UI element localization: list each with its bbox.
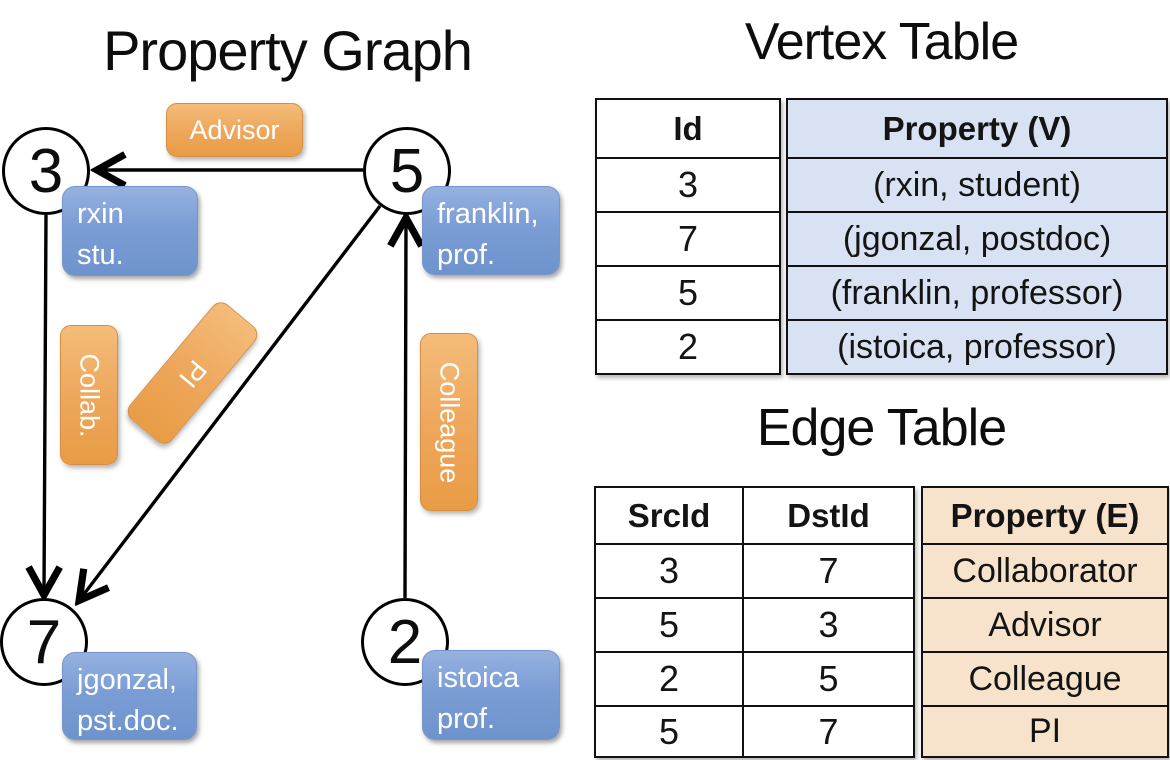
table-cell: Advisor [923, 597, 1167, 651]
edge-label: PI [173, 353, 213, 393]
vertex-circle-2: 2 [361, 598, 449, 686]
edge-table-title: Edge Table [756, 399, 1007, 457]
vertex-table: Id 3 7 5 2 Property (V) (rxin, student) … [595, 98, 1168, 375]
table-cell: PI [923, 705, 1167, 756]
edge-table: SrcId DstId 3 7 5 3 2 5 5 7 Property (E)… [594, 486, 1169, 758]
vertex-property-line: prof. [437, 703, 496, 736]
table-cell: 3 [597, 157, 779, 211]
vertex-property-line: franklin, [437, 198, 539, 230]
edge-label-pill-advisor: Advisor [166, 103, 303, 157]
table-cell: 5 [742, 651, 913, 705]
vertex-table-title: Vertex Table [744, 13, 1019, 71]
vertex-property-line: stu. [77, 239, 124, 272]
column-header: SrcId [627, 496, 711, 534]
vertex-table-property-column: Property (V) (rxin, student) (jgonzal, p… [786, 98, 1168, 375]
vertex-property-box-jgonzal: jgonzal, pst.doc. [62, 652, 197, 740]
edge-label: Colleague [434, 361, 465, 483]
table-cell: (jgonzal, postdoc) [788, 211, 1166, 265]
edge-table-id-columns: SrcId DstId 3 7 5 3 2 5 5 7 [594, 486, 915, 758]
table-cell: 5 [597, 265, 779, 319]
table-cell: 5 [596, 597, 742, 651]
vertex-id-label: 2 [387, 607, 423, 677]
table-cell: (rxin, student) [788, 157, 1166, 211]
edge-label-pill-collab: Collab. [60, 325, 118, 465]
vertex-property-line: rxin [77, 198, 124, 230]
column-header: Property (V) [882, 109, 1072, 147]
vertex-id-label: 7 [26, 607, 62, 677]
vertex-id-label: 3 [28, 136, 64, 206]
edge-label: Advisor [189, 114, 280, 145]
vertex-property-line: jgonzal, [77, 664, 177, 696]
column-header: DstId [742, 488, 913, 543]
vertex-property-line: pst.doc. [77, 705, 179, 738]
vertex-property-box-istoica: istoica prof. [422, 650, 560, 740]
table-cell: Collaborator [923, 543, 1167, 597]
table-cell: 3 [742, 597, 913, 651]
table-cell: 7 [597, 211, 779, 265]
table-cell: 5 [596, 705, 742, 756]
graph-edges-layer [0, 0, 570, 760]
edge-table-property-column: Property (E) Collaborator Advisor Collea… [921, 486, 1169, 758]
edge-label-pill-colleague: Colleague [420, 333, 478, 511]
property-graph-title: Property Graph [103, 19, 473, 82]
edge-arrow-3-to-7 [44, 214, 46, 592]
vertex-property-line: istoica [437, 662, 520, 694]
vertex-property-box-rxin: rxin stu. [62, 186, 198, 276]
table-cell: 7 [742, 705, 913, 756]
edge-arrow-5-to-7 [81, 204, 382, 598]
edge-label: Collab. [74, 352, 105, 438]
vertex-property-box-franklin: franklin, prof. [422, 186, 560, 275]
column-header: Property (E) [950, 496, 1140, 534]
table-cell: 7 [742, 543, 913, 597]
vertex-id-label: 5 [389, 136, 425, 206]
column-header: Id [673, 109, 703, 147]
table-cell: 3 [596, 543, 742, 597]
table-cell: 2 [596, 651, 742, 705]
table-cell: 2 [597, 319, 779, 373]
table-cell: Colleague [923, 651, 1167, 705]
table-cell: (istoica, professor) [788, 319, 1166, 373]
edge-arrow-2-to-5 [405, 221, 406, 599]
table-cell: (franklin, professor) [788, 265, 1166, 319]
vertex-table-id-column: Id 3 7 5 2 [595, 98, 781, 375]
vertex-property-line: prof. [437, 239, 496, 272]
